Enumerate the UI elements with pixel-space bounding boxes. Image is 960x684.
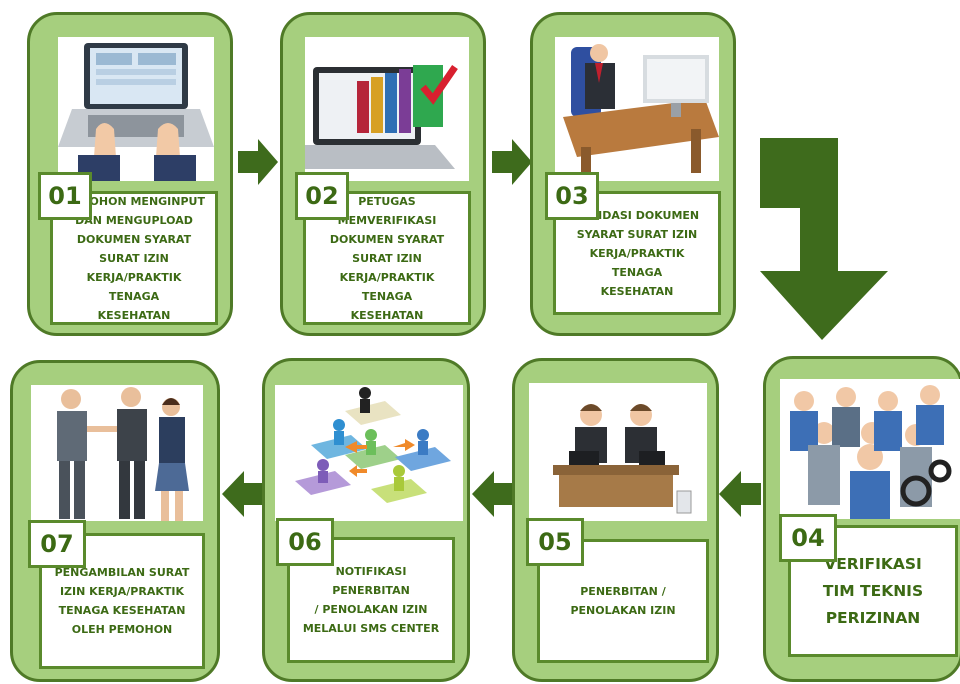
- step-card-01: PEMOHON MENGINPUT DAN MENGUPLOAD DOKUMEN…: [27, 12, 233, 336]
- step-label-06: NOTIFIKASI PENERBITAN / PENOLAKAN IZIN M…: [302, 565, 440, 635]
- arrow-down-3-4: [760, 138, 890, 342]
- network-people-icon: [275, 385, 463, 521]
- step-number-04: 04: [779, 514, 837, 562]
- step-label-04: VERIFIKASI TIM TEKNIS PERIZINAN: [822, 554, 924, 627]
- arrow-right-1-2: [238, 139, 280, 185]
- step-label-02: PETUGAS MEMVERIFIKASI DOKUMEN SYARAT SUR…: [329, 194, 445, 322]
- step-number-01: 01: [38, 172, 92, 220]
- step-text-07: PENGAMBILAN SURAT IZIN KERJA/PRAKTIK TEN…: [39, 533, 205, 669]
- step-card-03: VALIDASI DOKUMEN SYARAT SURAT IZIN KERJA…: [530, 12, 736, 336]
- step-card-06: NOTIFIKASI PENERBITAN / PENOLAKAN IZIN M…: [262, 358, 470, 682]
- laptop-typing-icon: [58, 37, 214, 181]
- step-number-06: 06: [276, 518, 334, 566]
- step-label-05: PENERBITAN / PENOLAKAN IZIN: [570, 585, 676, 617]
- step-card-04: VERIFIKASI TIM TEKNIS PERIZINAN 04: [763, 356, 960, 682]
- arrow-left-5-6: [472, 471, 514, 517]
- arrow-left-4-5: [719, 471, 761, 517]
- team-gears-icon: [780, 379, 960, 519]
- officials-desk-icon: [529, 383, 707, 521]
- officer-desk-icon: [555, 37, 719, 181]
- step-number-03: 03: [545, 172, 599, 220]
- step-number-02: 02: [295, 172, 349, 220]
- step-label-03: VALIDASI DOKUMEN SYARAT SURAT IZIN KERJA…: [574, 208, 700, 298]
- step-text-02: PETUGAS MEMVERIFIKASI DOKUMEN SYARAT SUR…: [303, 191, 471, 325]
- step-card-05: PENERBITAN / PENOLAKAN IZIN 05: [512, 358, 719, 682]
- laptop-folders-icon: [305, 37, 469, 181]
- step-number-07: 07: [28, 520, 86, 568]
- arrow-left-6-7: [222, 471, 264, 517]
- arrow-right-2-3: [492, 139, 534, 185]
- step-card-02: PETUGAS MEMVERIFIKASI DOKUMEN SYARAT SUR…: [280, 12, 486, 336]
- handshake-icon: [31, 385, 203, 521]
- step-label-07: PENGAMBILAN SURAT IZIN KERJA/PRAKTIK TEN…: [54, 566, 190, 636]
- step-card-07: PENGAMBILAN SURAT IZIN KERJA/PRAKTIK TEN…: [10, 360, 220, 682]
- step-number-05: 05: [526, 518, 584, 566]
